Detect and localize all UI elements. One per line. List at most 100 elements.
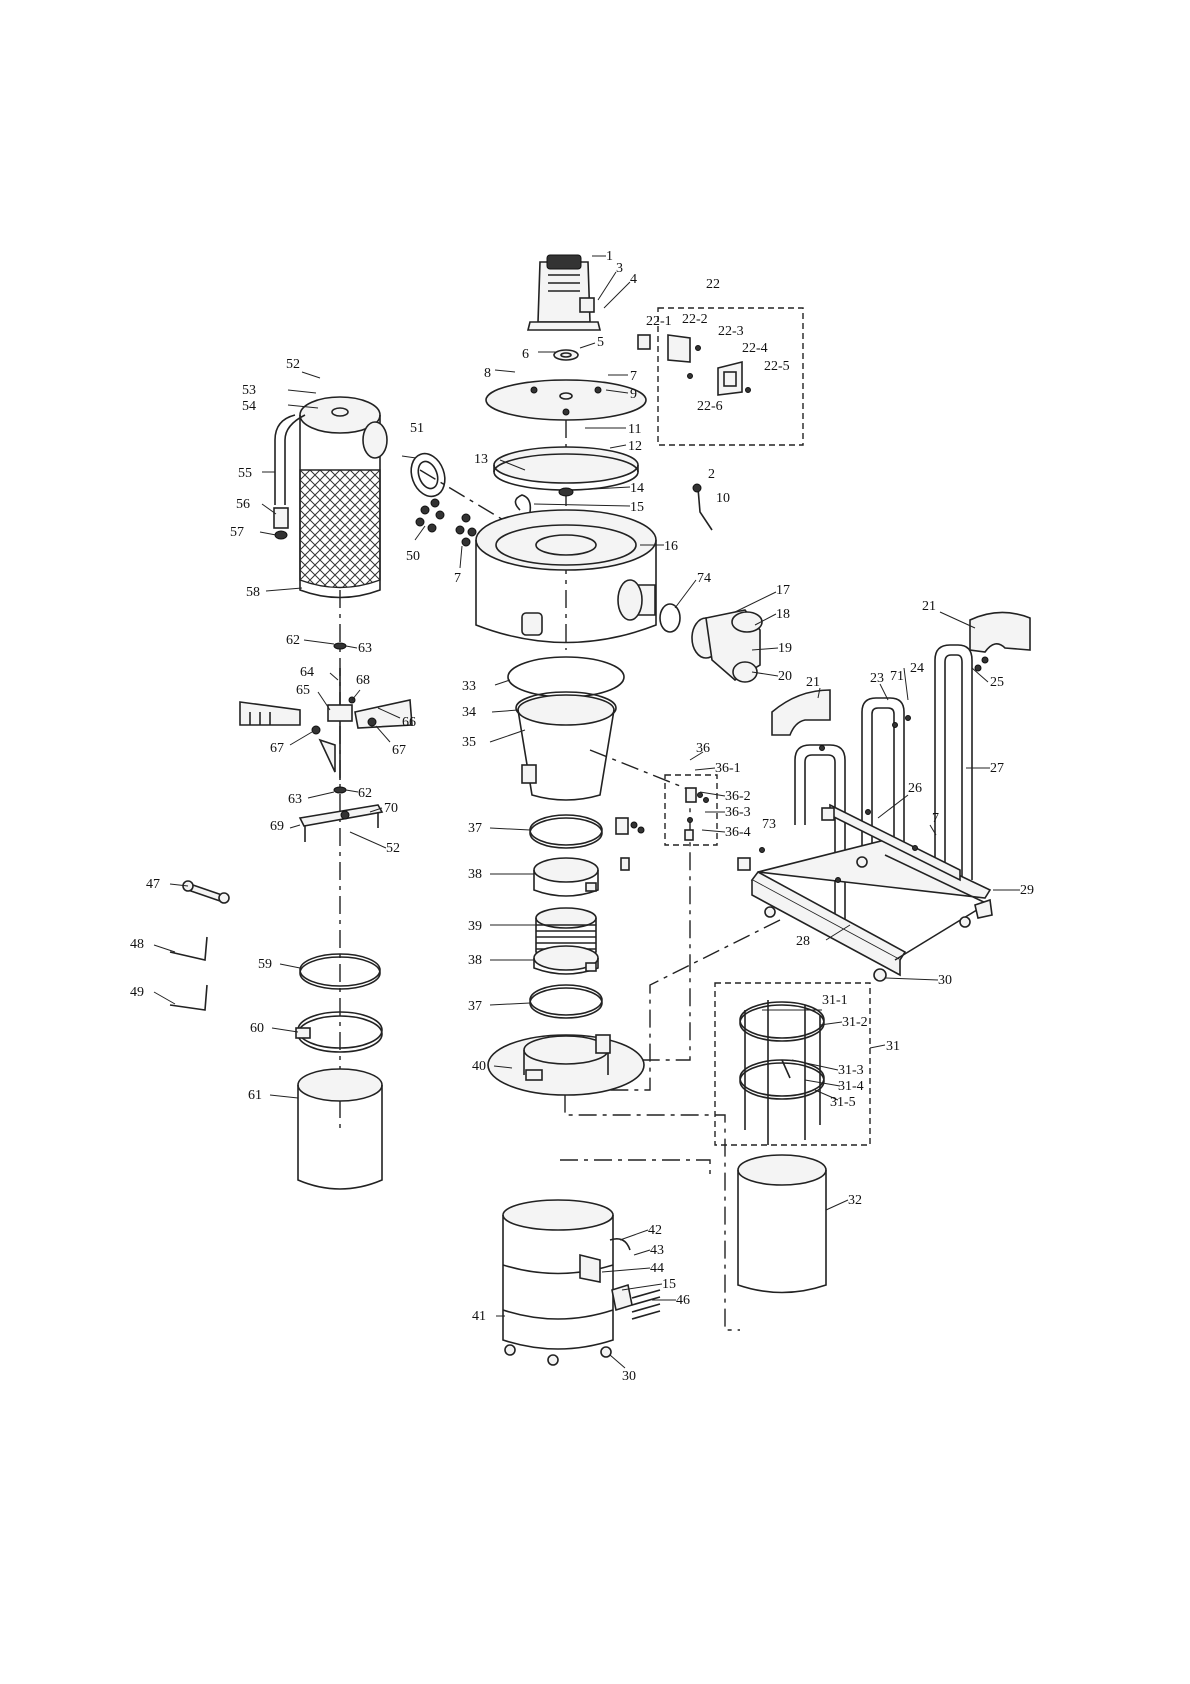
label-52b: 52 [386, 841, 400, 856]
label-64: 64 [300, 665, 314, 680]
label-22-2: 22-2 [682, 312, 708, 327]
label-11: 11 [628, 422, 641, 437]
switch-bracket-36 [615, 787, 709, 871]
label-66: 66 [402, 715, 416, 730]
label-32: 32 [848, 1193, 862, 1208]
bolts-7 [455, 513, 477, 547]
band-38a [533, 857, 599, 897]
label-36-2: 36-2 [725, 789, 751, 804]
label-6: 6 [522, 347, 529, 362]
label-37a: 37 [468, 821, 482, 836]
filter-canister [273, 396, 388, 599]
label-41: 41 [472, 1309, 486, 1324]
impeller-plate [493, 446, 639, 491]
wrench-47 [182, 880, 230, 904]
label-48: 48 [130, 937, 144, 952]
label-53: 53 [242, 383, 256, 398]
label-56: 56 [236, 497, 250, 512]
label-36-3: 36-3 [725, 805, 751, 820]
stand-frame [737, 644, 993, 982]
label-4: 4 [630, 272, 637, 287]
label-44: 44 [650, 1261, 664, 1276]
label-29: 29 [1020, 883, 1034, 898]
switch-box-22 [637, 334, 751, 396]
cord-10 [692, 483, 713, 531]
label-36: 36 [696, 741, 710, 756]
band-38b [533, 945, 599, 975]
label-15: 15 [630, 500, 644, 515]
label-22: 22 [706, 277, 720, 292]
nuts-50 [415, 498, 445, 533]
label-63b: 63 [288, 792, 302, 807]
label-22-4: 22-4 [742, 341, 768, 356]
label-31-4: 31-4 [838, 1079, 864, 1094]
label-59: 59 [258, 957, 272, 972]
label-21a: 21 [922, 599, 936, 614]
label-23: 23 [870, 671, 884, 686]
label-2: 2 [708, 467, 715, 482]
label-33: 33 [462, 679, 476, 694]
label-54: 54 [242, 399, 256, 414]
label-22-6: 22-6 [697, 399, 723, 414]
label-18: 18 [776, 607, 790, 622]
label-62a: 62 [286, 633, 300, 648]
label-42: 42 [648, 1223, 662, 1238]
hex-key-48 [169, 936, 208, 961]
label-67a: 67 [270, 741, 284, 756]
gasket-51 [410, 452, 446, 498]
label-22-3: 22-3 [718, 324, 744, 339]
clamp-ring-60 [295, 1011, 383, 1053]
label-5: 5 [597, 335, 604, 350]
handle-21-front [771, 689, 831, 736]
hose-39 [535, 907, 597, 958]
motor [526, 254, 602, 331]
label-22-5: 22-5 [764, 359, 790, 374]
label-22-1: 22-1 [646, 314, 672, 329]
cleaning-paddle [239, 642, 413, 794]
label-73: 73 [762, 817, 776, 832]
label-30b: 30 [622, 1369, 636, 1384]
label-12: 12 [628, 439, 642, 454]
label-55: 55 [238, 466, 252, 481]
blower-housing [475, 494, 657, 644]
label-31-2: 31-2 [842, 1015, 868, 1030]
label-7b: 7 [454, 571, 461, 586]
label-25: 25 [990, 675, 1004, 690]
label-71: 71 [890, 669, 904, 684]
label-10: 10 [716, 491, 730, 506]
label-31-1: 31-1 [822, 993, 848, 1008]
label-39: 39 [468, 919, 482, 934]
label-67b: 67 [392, 743, 406, 758]
drum-lid-40 [487, 1034, 645, 1096]
collection-drum-41 [502, 1199, 661, 1366]
label-7c: 7 [932, 811, 939, 826]
label-61: 61 [248, 1088, 262, 1103]
label-28: 28 [796, 934, 810, 949]
paddle-bracket-69 [298, 804, 384, 842]
label-8: 8 [484, 366, 491, 381]
label-31: 31 [886, 1039, 900, 1054]
label-69: 69 [270, 819, 284, 834]
handle-21-back [969, 611, 1031, 672]
label-31-5: 31-5 [830, 1095, 856, 1110]
label-1: 1 [606, 249, 613, 264]
label-21b: 21 [806, 675, 820, 690]
label-57: 57 [230, 525, 244, 540]
label-74: 74 [697, 571, 711, 586]
filter-bag-61 [297, 1068, 383, 1190]
leader-lines [153, 255, 1020, 1369]
label-38b: 38 [468, 953, 482, 968]
label-7a: 7 [630, 369, 637, 384]
label-34: 34 [462, 705, 476, 720]
label-63a: 63 [358, 641, 372, 656]
label-31-3: 31-3 [838, 1063, 864, 1078]
label-35: 35 [462, 735, 476, 750]
ring-33 [507, 656, 625, 698]
label-38a: 38 [468, 867, 482, 882]
label-47: 47 [146, 877, 160, 892]
clamp-ring-59 [299, 953, 381, 990]
label-43: 43 [650, 1243, 664, 1258]
label-49: 49 [130, 985, 144, 1000]
label-13: 13 [474, 452, 488, 467]
label-30a: 30 [938, 973, 952, 988]
